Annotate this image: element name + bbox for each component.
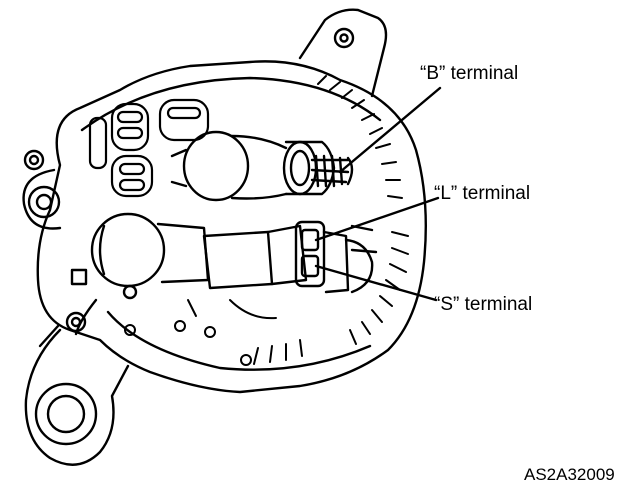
connector-block [202,220,378,294]
b-terminal-stud [282,140,354,196]
cooling-fins [253,75,409,365]
b-terminal-label: “B” terminal [420,63,519,84]
left-mounting-boss [22,149,62,230]
upper-cap [170,130,288,202]
rear-cover-vents [88,98,210,198]
alternator-housing [36,60,427,394]
l-terminal-label: “L” terminal [434,183,531,204]
leader-lines [314,86,442,302]
s-terminal-leader [314,264,438,302]
l-terminal-leader [314,196,440,242]
bottom-mounting-ear [24,324,130,466]
top-mounting-ear [298,8,388,98]
cover-fasteners [124,299,277,366]
b-terminal-leader [338,86,442,174]
figure-code: AS2A32009 [524,465,615,484]
lower-cap [65,212,210,336]
s-terminal-label: “S” terminal [434,294,533,315]
